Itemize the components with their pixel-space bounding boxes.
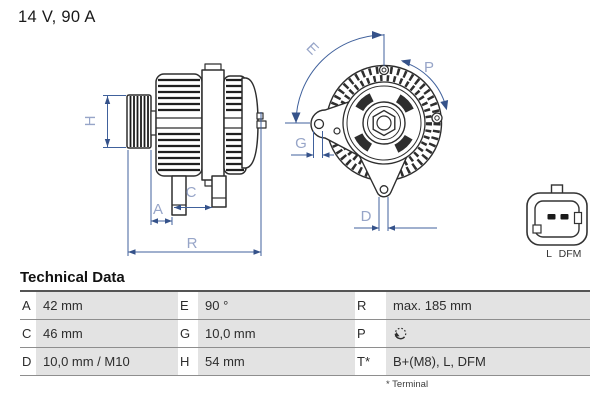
connector-keyway-right	[573, 211, 583, 225]
front-housing	[155, 73, 203, 177]
connector-view: L DFM	[526, 184, 588, 260]
spec-value-c: 46 mm	[36, 320, 178, 347]
table-row: C 46 mm G 10,0 mm P	[20, 320, 590, 348]
table-row: D 10,0 mm / M10 H 54 mm T* B+(M8), L, DF…	[20, 348, 590, 376]
ear-right	[431, 112, 443, 124]
dimension-label-d: D	[361, 208, 372, 225]
rear-housing	[223, 75, 259, 175]
center-band	[201, 63, 225, 187]
spec-key-g: G	[178, 320, 198, 347]
spec-value-t: B+(M8), L, DFM	[386, 348, 590, 375]
spec-value-h: 54 mm	[198, 348, 355, 375]
rotation-direction-icon	[394, 327, 407, 340]
spec-value-r: max. 185 mm	[386, 292, 590, 319]
spec-value-p	[386, 320, 590, 347]
technical-data-section: Technical Data A 42 mm E 90 ° R max. 185…	[20, 269, 590, 390]
spec-key-h: H	[178, 348, 198, 375]
connector-pin-dfm	[560, 214, 569, 220]
spec-value-g: 10,0 mm	[198, 320, 355, 347]
mounting-foot-left	[171, 175, 187, 216]
dimension-label-e: E	[303, 39, 322, 58]
dimension-label-g: G	[295, 135, 307, 152]
dimension-label-p: P	[424, 59, 434, 76]
dimension-label-c: C	[186, 184, 197, 201]
spec-key-p: P	[355, 320, 386, 347]
mounting-foot-right	[211, 175, 227, 208]
dimension-label-h: H	[82, 116, 99, 127]
spec-key-t: T*	[355, 348, 386, 375]
spec-key-a: A	[20, 292, 36, 319]
terminal-footnote: * Terminal	[386, 379, 429, 390]
technical-data-heading: Technical Data	[20, 269, 590, 292]
spec-value-d: 10,0 mm / M10	[36, 348, 178, 375]
connector-pin-l	[547, 214, 556, 220]
table-row: A 42 mm E 90 ° R max. 185 mm	[20, 292, 590, 320]
spec-key-d: D	[20, 348, 36, 375]
spec-key-r: R	[355, 292, 386, 319]
side-view-dimension-arrows	[104, 96, 261, 255]
dimension-label-r: R	[187, 235, 198, 252]
alternator-diagram: H A C R	[82, 31, 588, 260]
pulley	[126, 94, 152, 149]
front-view	[310, 64, 443, 198]
connector-keyway-left	[532, 224, 542, 234]
pin-label-dfm: DFM	[559, 248, 582, 260]
spec-key-c: C	[20, 320, 36, 347]
page-title: 14 V, 90 A	[18, 8, 96, 26]
spec-key-e: E	[178, 292, 198, 319]
spec-value-a: 42 mm	[36, 292, 178, 319]
pin-label-l: L	[546, 248, 552, 260]
side-view	[126, 63, 267, 216]
dimension-label-a: A	[153, 201, 163, 218]
spec-value-e: 90 °	[198, 292, 355, 319]
ear-top	[378, 64, 390, 76]
shaft-center	[376, 115, 392, 131]
front-view-dimension-arrows	[291, 31, 449, 231]
